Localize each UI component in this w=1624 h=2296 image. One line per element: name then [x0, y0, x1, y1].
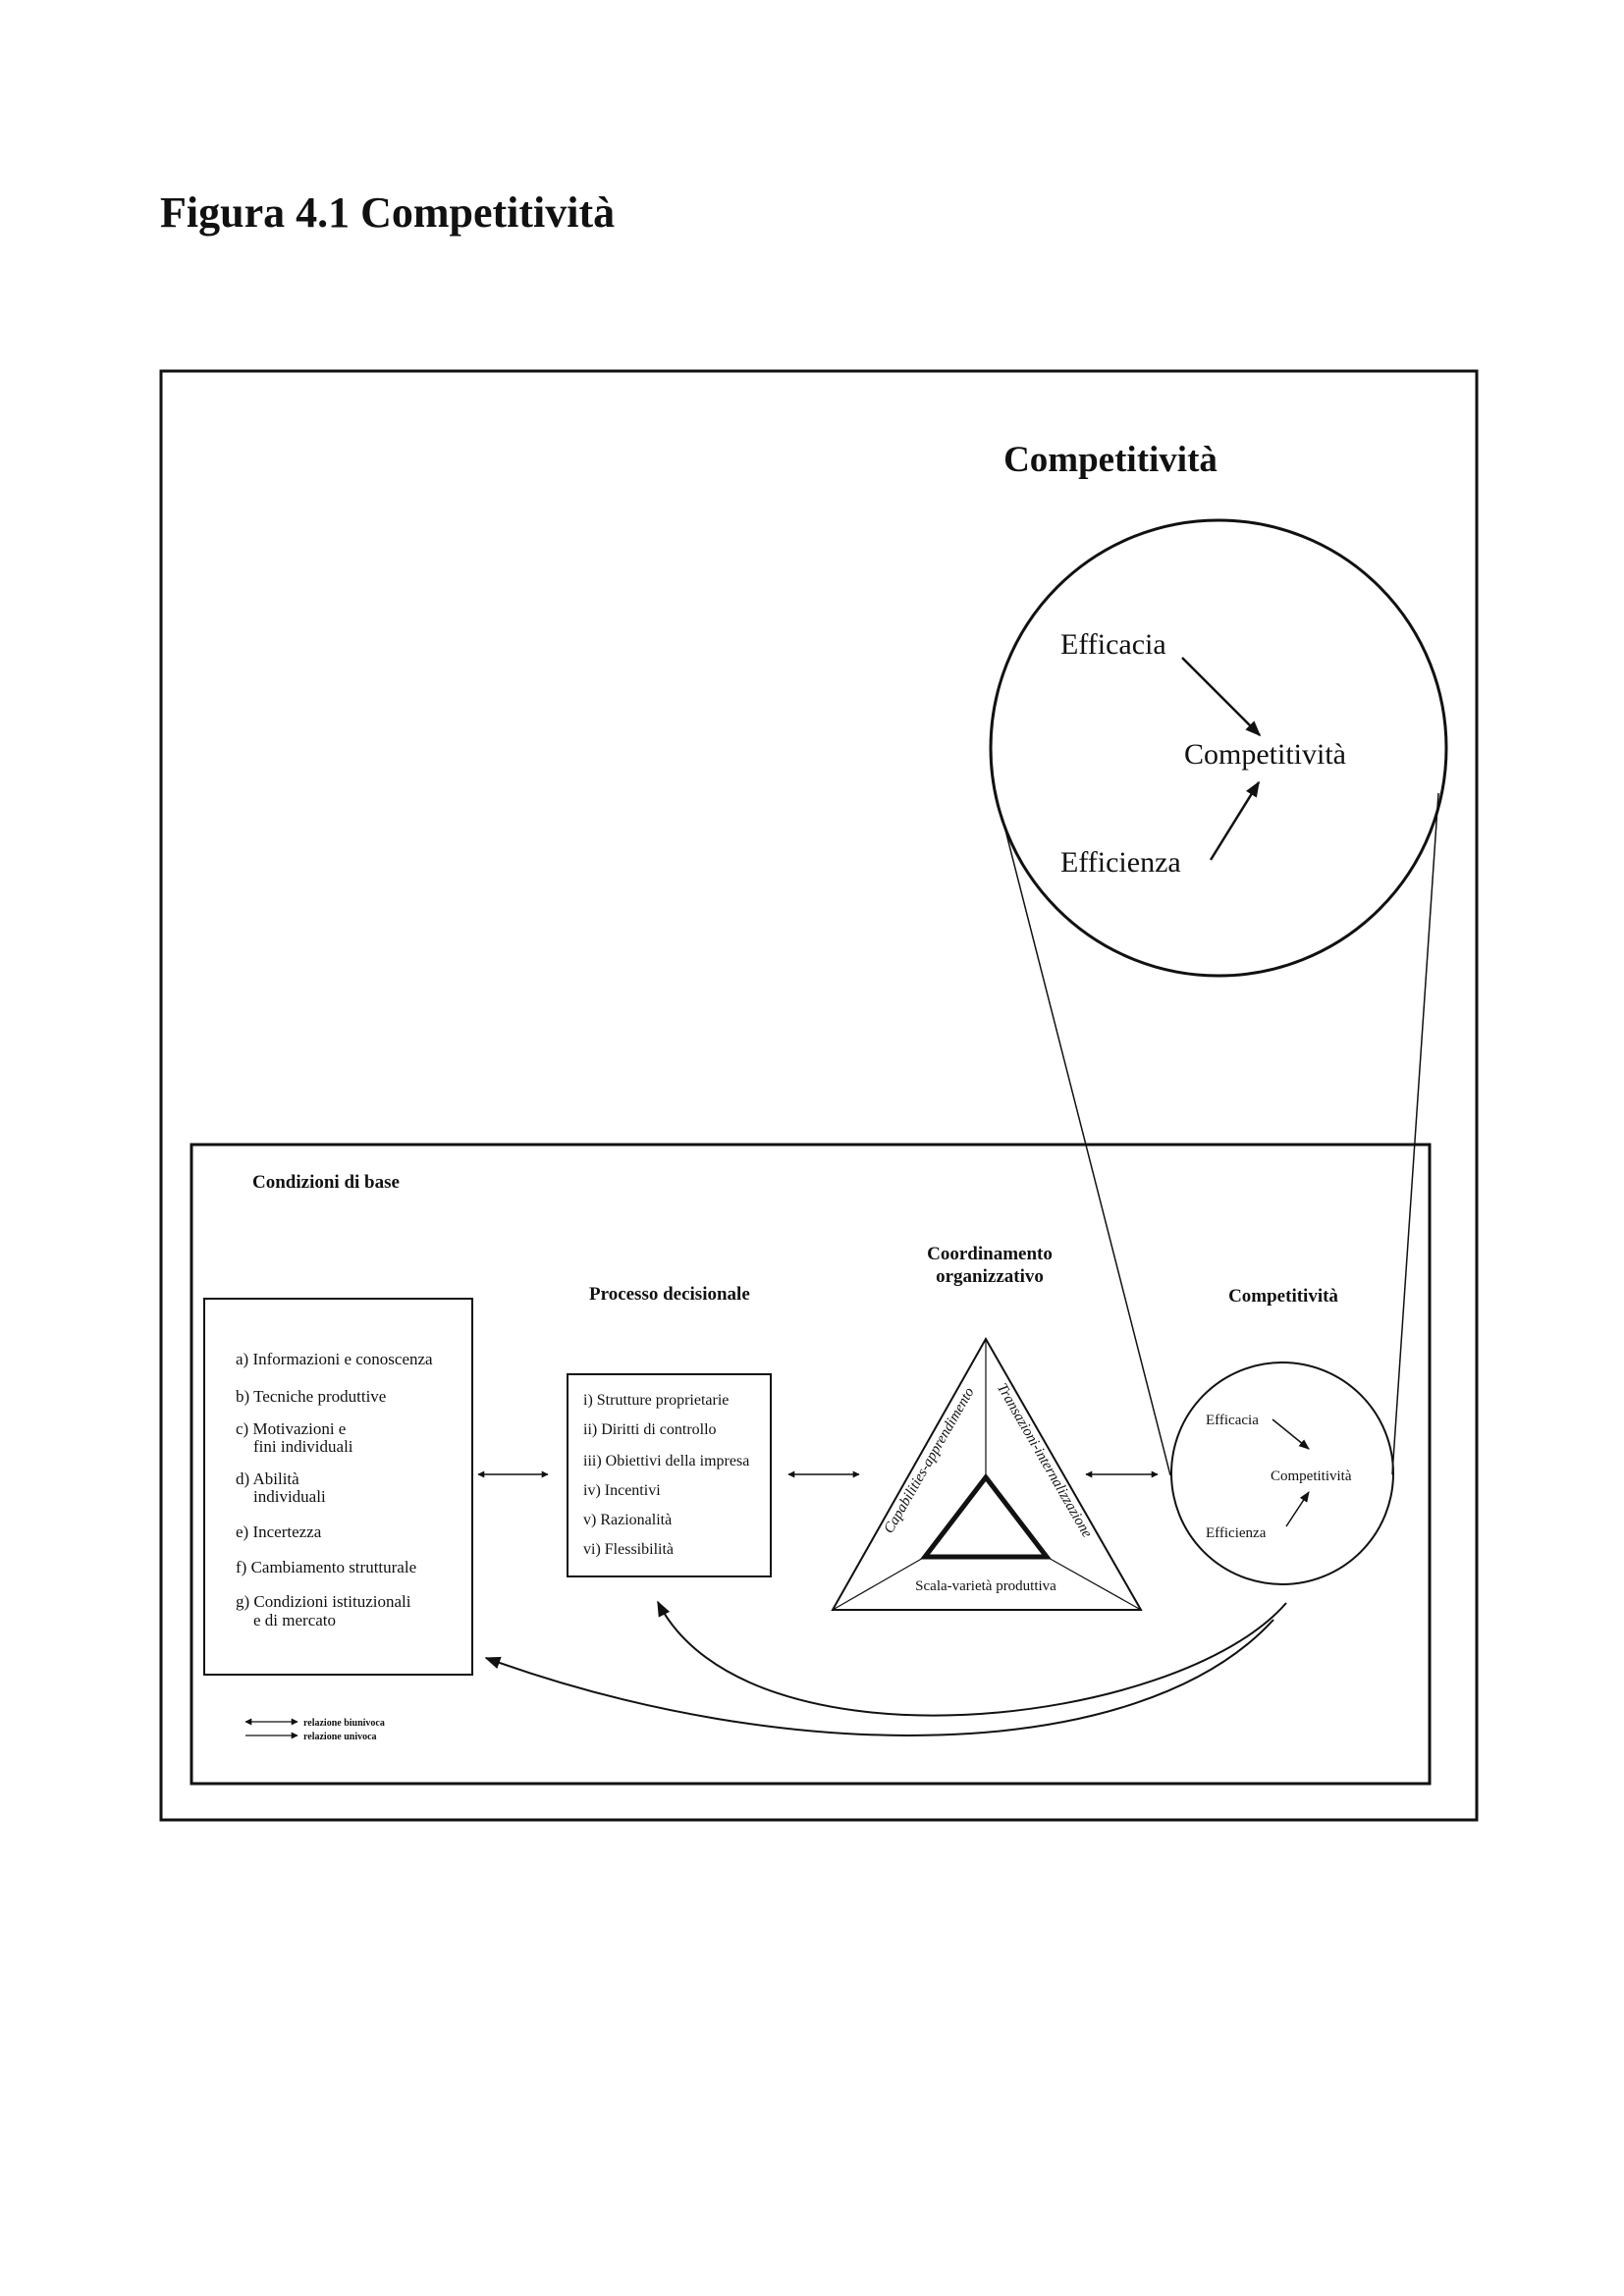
process-item: i) Strutture proprietarie [583, 1392, 729, 1409]
conditions-heading: Condizioni di base [252, 1172, 400, 1193]
process-item: vi) Flessibilità [583, 1541, 674, 1558]
triangle-bottom-label: Scala-varietà produttiva [915, 1578, 1056, 1594]
condition-item: individuali [253, 1487, 326, 1506]
conditions-list: a) Informazioni e conoscenza b) Tecniche… [236, 1350, 433, 1629]
condition-item: b) Tecniche produttive [236, 1387, 386, 1406]
zoom-arrow-efficienza [1209, 780, 1261, 861]
condition-item: e di mercato [253, 1611, 336, 1629]
zoom-line-right [1391, 792, 1439, 1475]
process-box [567, 1373, 772, 1577]
zoom-arrow-efficacia [1181, 657, 1262, 737]
condition-item: fini individuali [253, 1437, 353, 1456]
triangle-divider-right [1046, 1556, 1142, 1611]
zoom-title: Competitività [1003, 440, 1218, 480]
feedback-arrow-to-process [657, 1600, 1287, 1717]
feedback-arrow-to-conditions [484, 1619, 1274, 1736]
triangle-divider-left [832, 1556, 926, 1611]
process-item: v) Razionalità [583, 1512, 672, 1528]
condition-item: a) Informazioni e conoscenza [236, 1350, 433, 1368]
zoom-efficienza-label: Efficienza [1060, 846, 1181, 879]
zoom-efficacia-label: Efficacia [1060, 628, 1166, 661]
condition-item: d) Abilità [236, 1469, 299, 1488]
condition-item: f) Cambiamento strutturale [236, 1558, 416, 1576]
small-efficienza-label: Efficienza [1206, 1525, 1267, 1541]
triangle-right-label: Transazioni-internalizzazione [994, 1381, 1095, 1541]
conditions-box [203, 1298, 473, 1676]
triangle-outer [831, 1336, 1143, 1611]
zoom-competitivita-label: Competitività [1184, 738, 1346, 771]
triangle-left-label: Capabilities-apprendimento [881, 1385, 977, 1536]
outer-frame [159, 369, 1479, 1822]
process-item: ii) Diritti di controllo [583, 1421, 717, 1438]
condition-item: c) Motivazioni e [236, 1419, 346, 1438]
process-item: iii) Obiettivi della impresa [583, 1453, 749, 1469]
coordination-heading-line1: Coordinamento [927, 1244, 1053, 1264]
small-competitivita-label: Competitività [1271, 1468, 1352, 1484]
zoom-circle [989, 518, 1448, 978]
process-list: i) Strutture proprietarie ii) Diritti di… [583, 1392, 749, 1558]
coordination-heading-line2: organizzativo [936, 1266, 1044, 1287]
condition-item: e) Incertezza [236, 1522, 322, 1541]
competitiveness-heading: Competitività [1228, 1286, 1338, 1307]
legend-two-way-label: relazione biunivoca [303, 1718, 385, 1729]
process-item: iv) Incentivi [583, 1482, 661, 1499]
process-heading: Processo decisionale [589, 1284, 750, 1305]
condition-item: g) Condizioni istituzionali [236, 1592, 411, 1611]
inner-frame [189, 1143, 1432, 1786]
small-arrow-efficienza [1285, 1491, 1310, 1527]
legend-one-way-label: relazione univoca [303, 1732, 377, 1742]
competitiveness-circle [1170, 1362, 1394, 1585]
page-title: Figura 4.1 Competitività [160, 188, 615, 237]
small-arrow-efficacia [1272, 1418, 1310, 1450]
triangle-inner [919, 1472, 1053, 1560]
small-efficacia-label: Efficacia [1206, 1413, 1259, 1428]
